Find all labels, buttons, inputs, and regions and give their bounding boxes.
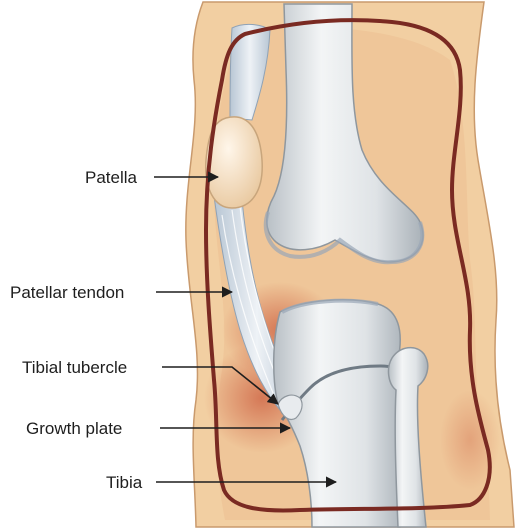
label-patellar-tendon: Patellar tendon <box>10 283 124 302</box>
label-tibial-tubercle: Tibial tubercle <box>22 358 127 377</box>
label-tibia: Tibia <box>106 473 143 492</box>
label-patella: Patella <box>85 168 138 187</box>
label-growth-plate: Growth plate <box>26 419 122 438</box>
